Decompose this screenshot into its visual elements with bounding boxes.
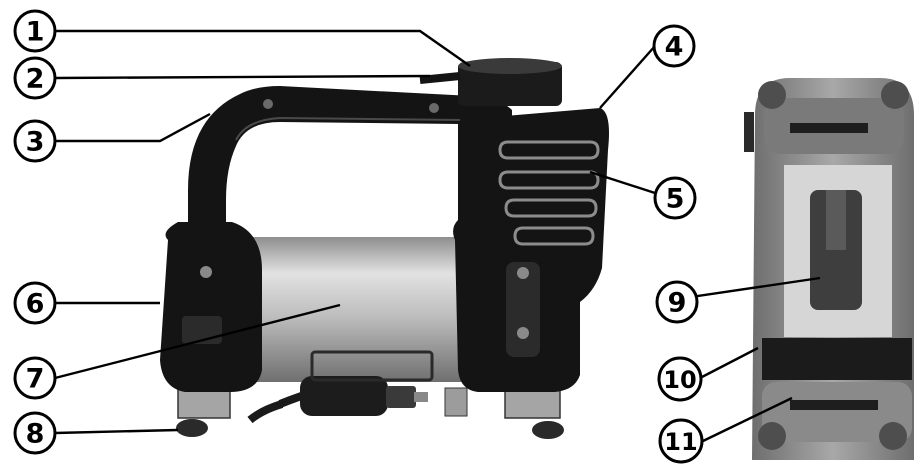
callout-1-label: 1 xyxy=(26,17,45,48)
callout-8: 8 xyxy=(13,411,57,455)
compressor-bottom-view xyxy=(744,78,914,460)
left-end-cap xyxy=(160,222,262,392)
leader-11 xyxy=(702,396,793,443)
leader-1 xyxy=(55,29,471,67)
callout-10-label: 10 xyxy=(663,366,696,394)
air-outlet-cap xyxy=(458,62,562,106)
leader-3 xyxy=(55,112,211,143)
leader-lines xyxy=(54,29,821,443)
leader-2 xyxy=(54,74,431,80)
callout-9: 9 xyxy=(655,280,699,324)
callout-6: 6 xyxy=(13,281,57,325)
callout-5: 5 xyxy=(653,176,697,220)
compressor-side-view xyxy=(160,58,609,439)
callout-9-label: 9 xyxy=(668,288,687,319)
callout-7-label: 7 xyxy=(26,364,45,395)
callout-2-label: 2 xyxy=(26,64,45,95)
power-plug xyxy=(247,350,434,424)
callout-8-label: 8 xyxy=(26,419,45,450)
callout-3-label: 3 xyxy=(26,127,45,158)
callout-7: 7 xyxy=(13,356,57,400)
callout-11: 11 xyxy=(658,418,704,464)
callout-2: 2 xyxy=(13,56,57,100)
motor-cylinder xyxy=(240,237,472,382)
callout-6-label: 6 xyxy=(26,289,45,320)
callout-10: 10 xyxy=(657,356,703,402)
leader-4 xyxy=(599,45,656,109)
callout-3: 3 xyxy=(13,119,57,163)
callout-4: 4 xyxy=(652,24,696,68)
callout-4-label: 4 xyxy=(665,32,684,63)
leader-5 xyxy=(589,170,656,195)
cooling-vents xyxy=(498,140,600,246)
callout-1: 1 xyxy=(13,9,57,53)
leader-7 xyxy=(54,303,341,380)
leader-10 xyxy=(699,346,759,380)
callout-5-label: 5 xyxy=(666,184,685,215)
motor-housing xyxy=(453,108,609,392)
leader-8 xyxy=(54,428,179,435)
callout-11-label: 11 xyxy=(664,428,697,456)
